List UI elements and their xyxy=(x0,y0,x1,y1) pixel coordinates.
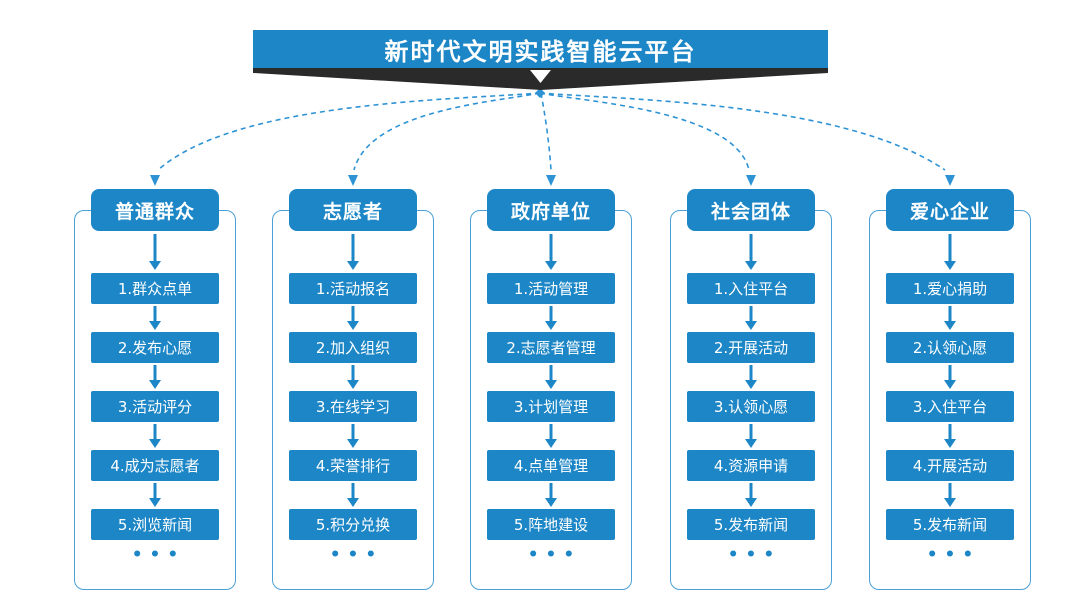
more-indicator: ••• xyxy=(926,545,981,565)
down-arrow-icon xyxy=(943,483,957,507)
down-arrow-icon xyxy=(148,306,162,330)
down-arrow-icon xyxy=(148,483,162,507)
column-title: 政府单位 xyxy=(510,200,591,223)
down-arrow-icon xyxy=(148,365,162,389)
step-box: 5.发布新闻 xyxy=(687,509,815,540)
platform-title-banner: 新时代文明实践智能云平台 xyxy=(253,30,828,68)
down-arrow-icon xyxy=(346,424,360,448)
platform-title: 新时代文明实践智能云平台 xyxy=(384,37,697,66)
down-arrow-icon xyxy=(346,306,360,330)
down-arrow-icon xyxy=(148,234,162,270)
connector-to-col5 xyxy=(539,92,946,171)
down-arrow-icon xyxy=(744,306,758,330)
step-box: 4.荣誉排行 xyxy=(289,450,417,481)
column-government-units: 政府单位 1.活动管理 2.志愿者管理 3.计划管理 4.点单管理 5.阵地建设… xyxy=(470,189,632,590)
column-header: 志愿者 xyxy=(289,189,417,231)
step-box: 2.开展活动 xyxy=(687,332,815,363)
column-title: 爱心企业 xyxy=(909,200,990,223)
connector-to-col3 xyxy=(540,92,552,171)
down-arrow-icon xyxy=(943,365,957,389)
down-arrow-icon xyxy=(744,234,758,270)
more-indicator: ••• xyxy=(527,545,582,565)
down-arrow-icon xyxy=(943,424,957,448)
column-title: 志愿者 xyxy=(322,200,383,223)
down-arrow-icon xyxy=(346,365,360,389)
more-indicator: ••• xyxy=(329,545,384,565)
step-box: 2.发布心愿 xyxy=(91,332,219,363)
column-header: 政府单位 xyxy=(487,189,615,231)
step-box: 3.在线学习 xyxy=(289,391,417,422)
down-arrow-icon xyxy=(744,483,758,507)
column-header: 普通群众 xyxy=(91,189,219,231)
down-arrow-icon xyxy=(943,234,957,270)
step-box: 1.活动报名 xyxy=(289,273,417,304)
down-arrow-icon xyxy=(148,424,162,448)
down-arrow-icon xyxy=(943,306,957,330)
column-caring-enterprises: 爱心企业 1.爱心捐助 2.认领心愿 3.入住平台 4.开展活动 5.发布新闻 … xyxy=(869,189,1031,590)
step-box: 3.计划管理 xyxy=(487,391,615,422)
step-box: 5.浏览新闻 xyxy=(91,509,219,540)
step-box: 5.积分兑换 xyxy=(289,509,417,540)
step-box: 4.开展活动 xyxy=(886,450,1014,481)
step-box: 2.志愿者管理 xyxy=(487,332,615,363)
arrowhead-col2-icon xyxy=(348,175,358,186)
down-arrow-icon xyxy=(346,234,360,270)
step-box: 2.加入组织 xyxy=(289,332,417,363)
connector-to-col1 xyxy=(157,92,541,171)
step-box: 4.成为志愿者 xyxy=(91,450,219,481)
step-box: 3.入住平台 xyxy=(886,391,1014,422)
down-arrow-icon xyxy=(544,234,558,270)
connector-to-col4 xyxy=(539,92,750,171)
column-social-groups: 社会团体 1.入住平台 2.开展活动 3.认领心愿 4.资源申请 5.发布新闻 … xyxy=(670,189,832,590)
step-box: 5.发布新闻 xyxy=(886,509,1014,540)
down-arrow-icon xyxy=(346,483,360,507)
step-box: 5.阵地建设 xyxy=(487,509,615,540)
down-arrow-icon xyxy=(544,424,558,448)
column-ordinary-public: 普通群众 1.群众点单 2.发布心愿 3.活动评分 4.成为志愿者 5.浏览新闻… xyxy=(74,189,236,590)
step-box: 1.群众点单 xyxy=(91,273,219,304)
step-box: 4.资源申请 xyxy=(687,450,815,481)
column-header: 爱心企业 xyxy=(886,189,1014,231)
column-volunteers: 志愿者 1.活动报名 2.加入组织 3.在线学习 4.荣誉排行 5.积分兑换 •… xyxy=(272,189,434,590)
step-box: 3.认领心愿 xyxy=(687,391,815,422)
arrowhead-col4-icon xyxy=(746,175,756,186)
arrowhead-col5-icon xyxy=(945,175,955,186)
arrowhead-col1-icon xyxy=(150,175,160,186)
arrowhead-col3-icon xyxy=(546,175,556,186)
down-arrow-icon xyxy=(744,365,758,389)
column-header: 社会团体 xyxy=(687,189,815,231)
banner-ribbon xyxy=(253,67,828,90)
step-box: 3.活动评分 xyxy=(91,391,219,422)
more-indicator: ••• xyxy=(131,545,186,565)
down-arrow-icon xyxy=(544,365,558,389)
connector-to-col2 xyxy=(353,92,541,171)
column-title: 普通群众 xyxy=(114,200,195,223)
more-indicator: ••• xyxy=(727,545,782,565)
column-title: 社会团体 xyxy=(710,200,791,223)
step-box: 1.入住平台 xyxy=(687,273,815,304)
step-box: 1.活动管理 xyxy=(487,273,615,304)
step-box: 4.点单管理 xyxy=(487,450,615,481)
step-box: 2.认领心愿 xyxy=(886,332,1014,363)
down-arrow-icon xyxy=(544,306,558,330)
down-arrow-icon xyxy=(744,424,758,448)
down-arrow-icon xyxy=(530,70,551,83)
step-box: 1.爱心捐助 xyxy=(886,273,1014,304)
down-arrow-icon xyxy=(544,483,558,507)
